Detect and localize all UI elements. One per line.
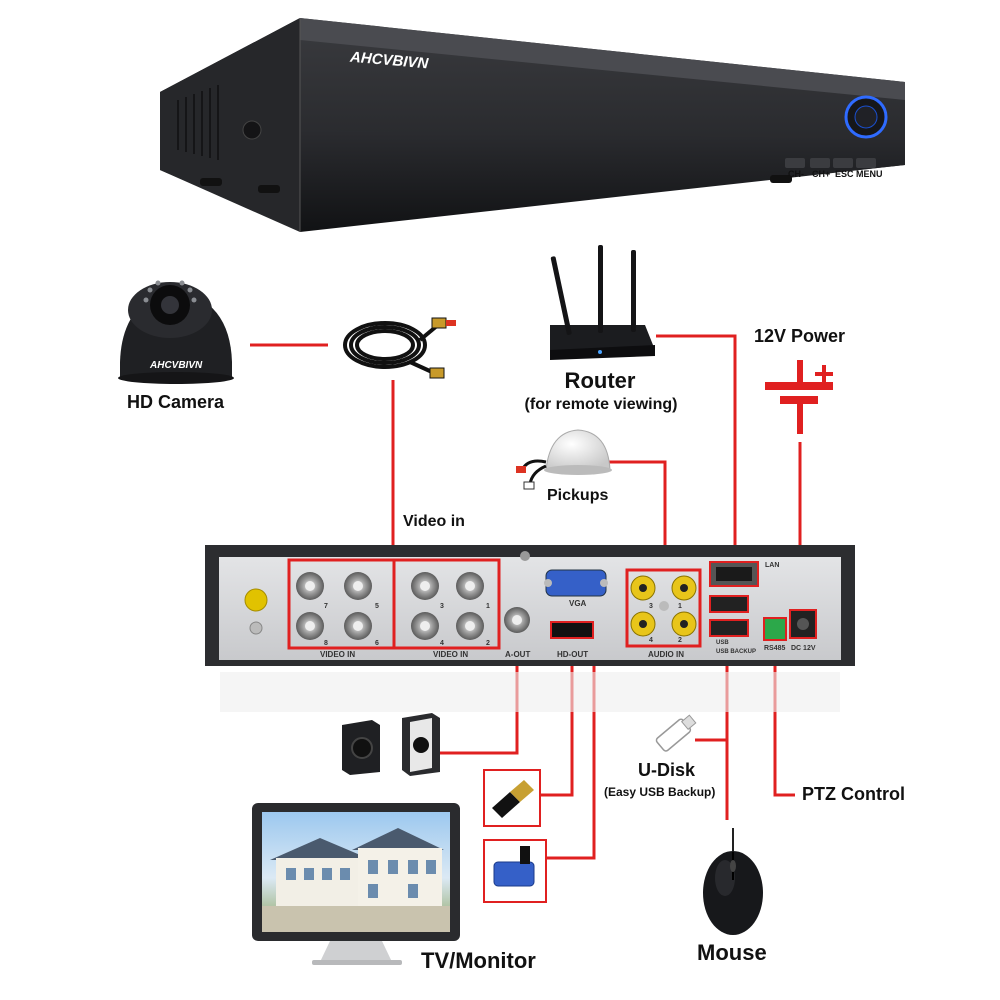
rear-video-in-right: VIDEO IN (433, 650, 469, 659)
dvr-rear-panel (205, 545, 855, 712)
front-button-ch-minus[interactable]: CH- (788, 169, 804, 179)
front-button-menu[interactable]: MENU (856, 169, 883, 179)
pickups-label: Pickups (547, 487, 609, 504)
monitor-icon (252, 803, 460, 965)
rear-hd-out: HD-OUT (557, 650, 589, 659)
rear-usb-backup: USB BACKUP (716, 649, 757, 655)
rear-vga: VGA (569, 599, 587, 608)
bnc-num: 2 (486, 640, 490, 647)
bnc-num: 3 (440, 603, 444, 610)
bnc-num: 5 (375, 603, 379, 610)
hd-camera-label: HD Camera (127, 392, 225, 412)
bnc-num: 8 (324, 640, 328, 647)
rear-usb: USB (716, 640, 729, 646)
video-in-right-group (411, 572, 484, 640)
camera-brand: AHCVBIVN (149, 360, 203, 371)
audio-in-group (630, 575, 697, 637)
hdmi-cable-icon (483, 769, 541, 827)
front-button-esc[interactable]: ESC (835, 169, 854, 179)
usb-disk-icon (655, 714, 697, 752)
rear-video-in-left: VIDEO IN (320, 650, 356, 659)
speakers-icon (342, 713, 440, 776)
pickup-microphone-icon (516, 429, 612, 490)
router-icon (550, 245, 655, 360)
u-disk-label: U-Disk (638, 760, 696, 780)
video-in-left-group (296, 572, 372, 640)
bnc-num: 4 (440, 640, 444, 647)
dome-camera-icon: AHCVBIVN (118, 280, 234, 384)
mouse-icon (703, 827, 763, 935)
router-label: Router (564, 368, 636, 393)
video-in-label: Video in (403, 513, 465, 530)
tv-monitor-label: TV/Monitor (421, 948, 536, 973)
dvr-front-unit (160, 18, 905, 232)
bnc-num: 7 (324, 603, 328, 610)
ptz-control-label: PTZ Control (802, 784, 905, 804)
audio-num: 1 (678, 603, 682, 610)
vga-cable-icon (483, 839, 547, 903)
router-sub-label: (for remote viewing) (524, 396, 678, 413)
rear-audio-in: AUDIO IN (648, 650, 684, 659)
mouse-label: Mouse (697, 940, 767, 965)
dc-power-icon (765, 360, 833, 434)
bnc-cable-icon (343, 317, 456, 379)
bnc-num: 6 (375, 640, 379, 647)
u-disk-sub-label: (Easy USB Backup) (604, 785, 716, 799)
rear-a-out: A-OUT (505, 650, 531, 659)
power-label: 12V Power (754, 326, 846, 346)
audio-num: 3 (649, 603, 653, 610)
rear-lan: LAN (765, 562, 780, 569)
audio-num: 2 (678, 637, 682, 644)
rear-rs485: RS485 (764, 645, 786, 652)
front-button-ch-plus[interactable]: CH+ (812, 169, 831, 179)
bnc-num: 1 (486, 603, 490, 610)
audio-num: 4 (649, 637, 653, 644)
rear-dc12v: DC 12V (791, 645, 816, 652)
